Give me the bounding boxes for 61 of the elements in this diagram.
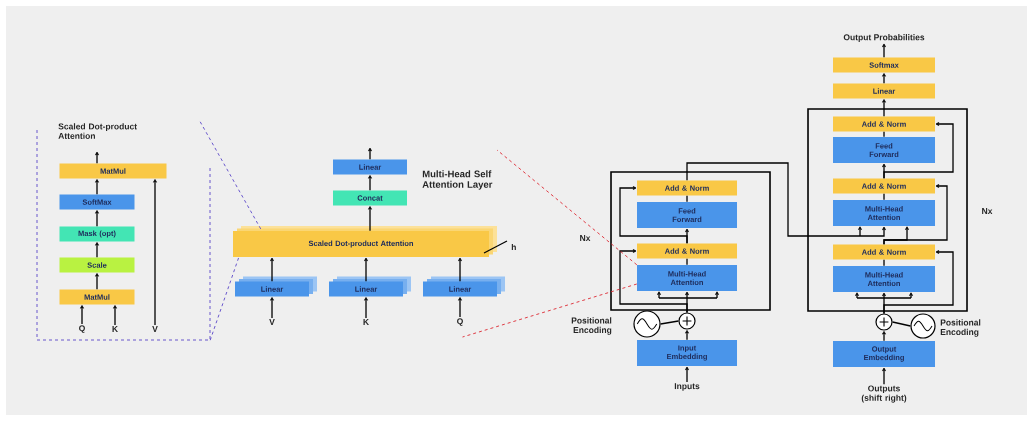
encoder-block	[610, 171, 771, 311]
connector-line	[883, 193, 885, 201]
arrow	[685, 330, 689, 341]
input-label: V	[269, 319, 275, 325]
input-label: V	[152, 326, 158, 332]
zoom-line	[462, 283, 638, 338]
arrow	[882, 331, 886, 342]
text-label: Multi-Head Self Attention Layer	[422, 170, 493, 190]
arrow	[364, 297, 368, 319]
arrow	[113, 305, 117, 326]
arrow	[368, 175, 372, 191]
arrow	[458, 257, 462, 282]
output-label: Output Probabilities	[843, 34, 925, 42]
arrow	[883, 184, 948, 245]
input-label: Q	[457, 318, 463, 326]
side-label: Nx	[580, 235, 591, 241]
arrow	[882, 73, 886, 84]
arrow	[882, 43, 886, 58]
arrow	[364, 257, 368, 282]
arrow	[95, 210, 99, 227]
side-label: Nx	[982, 208, 993, 214]
arrow	[368, 206, 372, 232]
connector-line	[891, 321, 912, 327]
arrow	[95, 273, 99, 290]
arrow	[619, 186, 688, 244]
arrow	[95, 151, 99, 164]
input-label: K	[112, 326, 118, 332]
arrow	[882, 99, 886, 117]
encoding-circle	[633, 310, 661, 338]
input-label: Inputs	[674, 383, 700, 391]
connector-line	[659, 320, 680, 325]
arrow	[458, 297, 462, 318]
zoom-line	[209, 256, 240, 341]
arrow	[685, 366, 689, 383]
arrow	[619, 249, 688, 314]
connector-line	[883, 259, 885, 267]
arrow	[368, 147, 372, 160]
side-label: Positional Encoding	[571, 317, 612, 335]
arrow	[95, 179, 99, 195]
connector-line	[883, 131, 885, 138]
connector-line	[686, 258, 688, 266]
decoder-block	[807, 108, 968, 312]
arrow	[95, 242, 99, 258]
arrow	[882, 367, 886, 385]
adder-circle	[678, 312, 696, 330]
input-label: Q	[79, 325, 85, 333]
side-label: Positional Encoding	[940, 319, 981, 337]
input-label: K	[363, 319, 369, 325]
encoding-circle	[910, 313, 936, 339]
input-label: Outputs (shift right)	[861, 385, 907, 403]
arrow	[270, 257, 274, 282]
arrow	[883, 250, 954, 315]
adder-circle	[875, 313, 893, 331]
arrow	[80, 305, 84, 325]
text-label: h	[511, 243, 516, 251]
arrow	[883, 122, 954, 179]
connector-line	[686, 195, 688, 203]
zoom-line	[496, 149, 638, 266]
arrow	[153, 179, 157, 326]
arrow	[270, 297, 274, 319]
arrow	[686, 162, 886, 237]
